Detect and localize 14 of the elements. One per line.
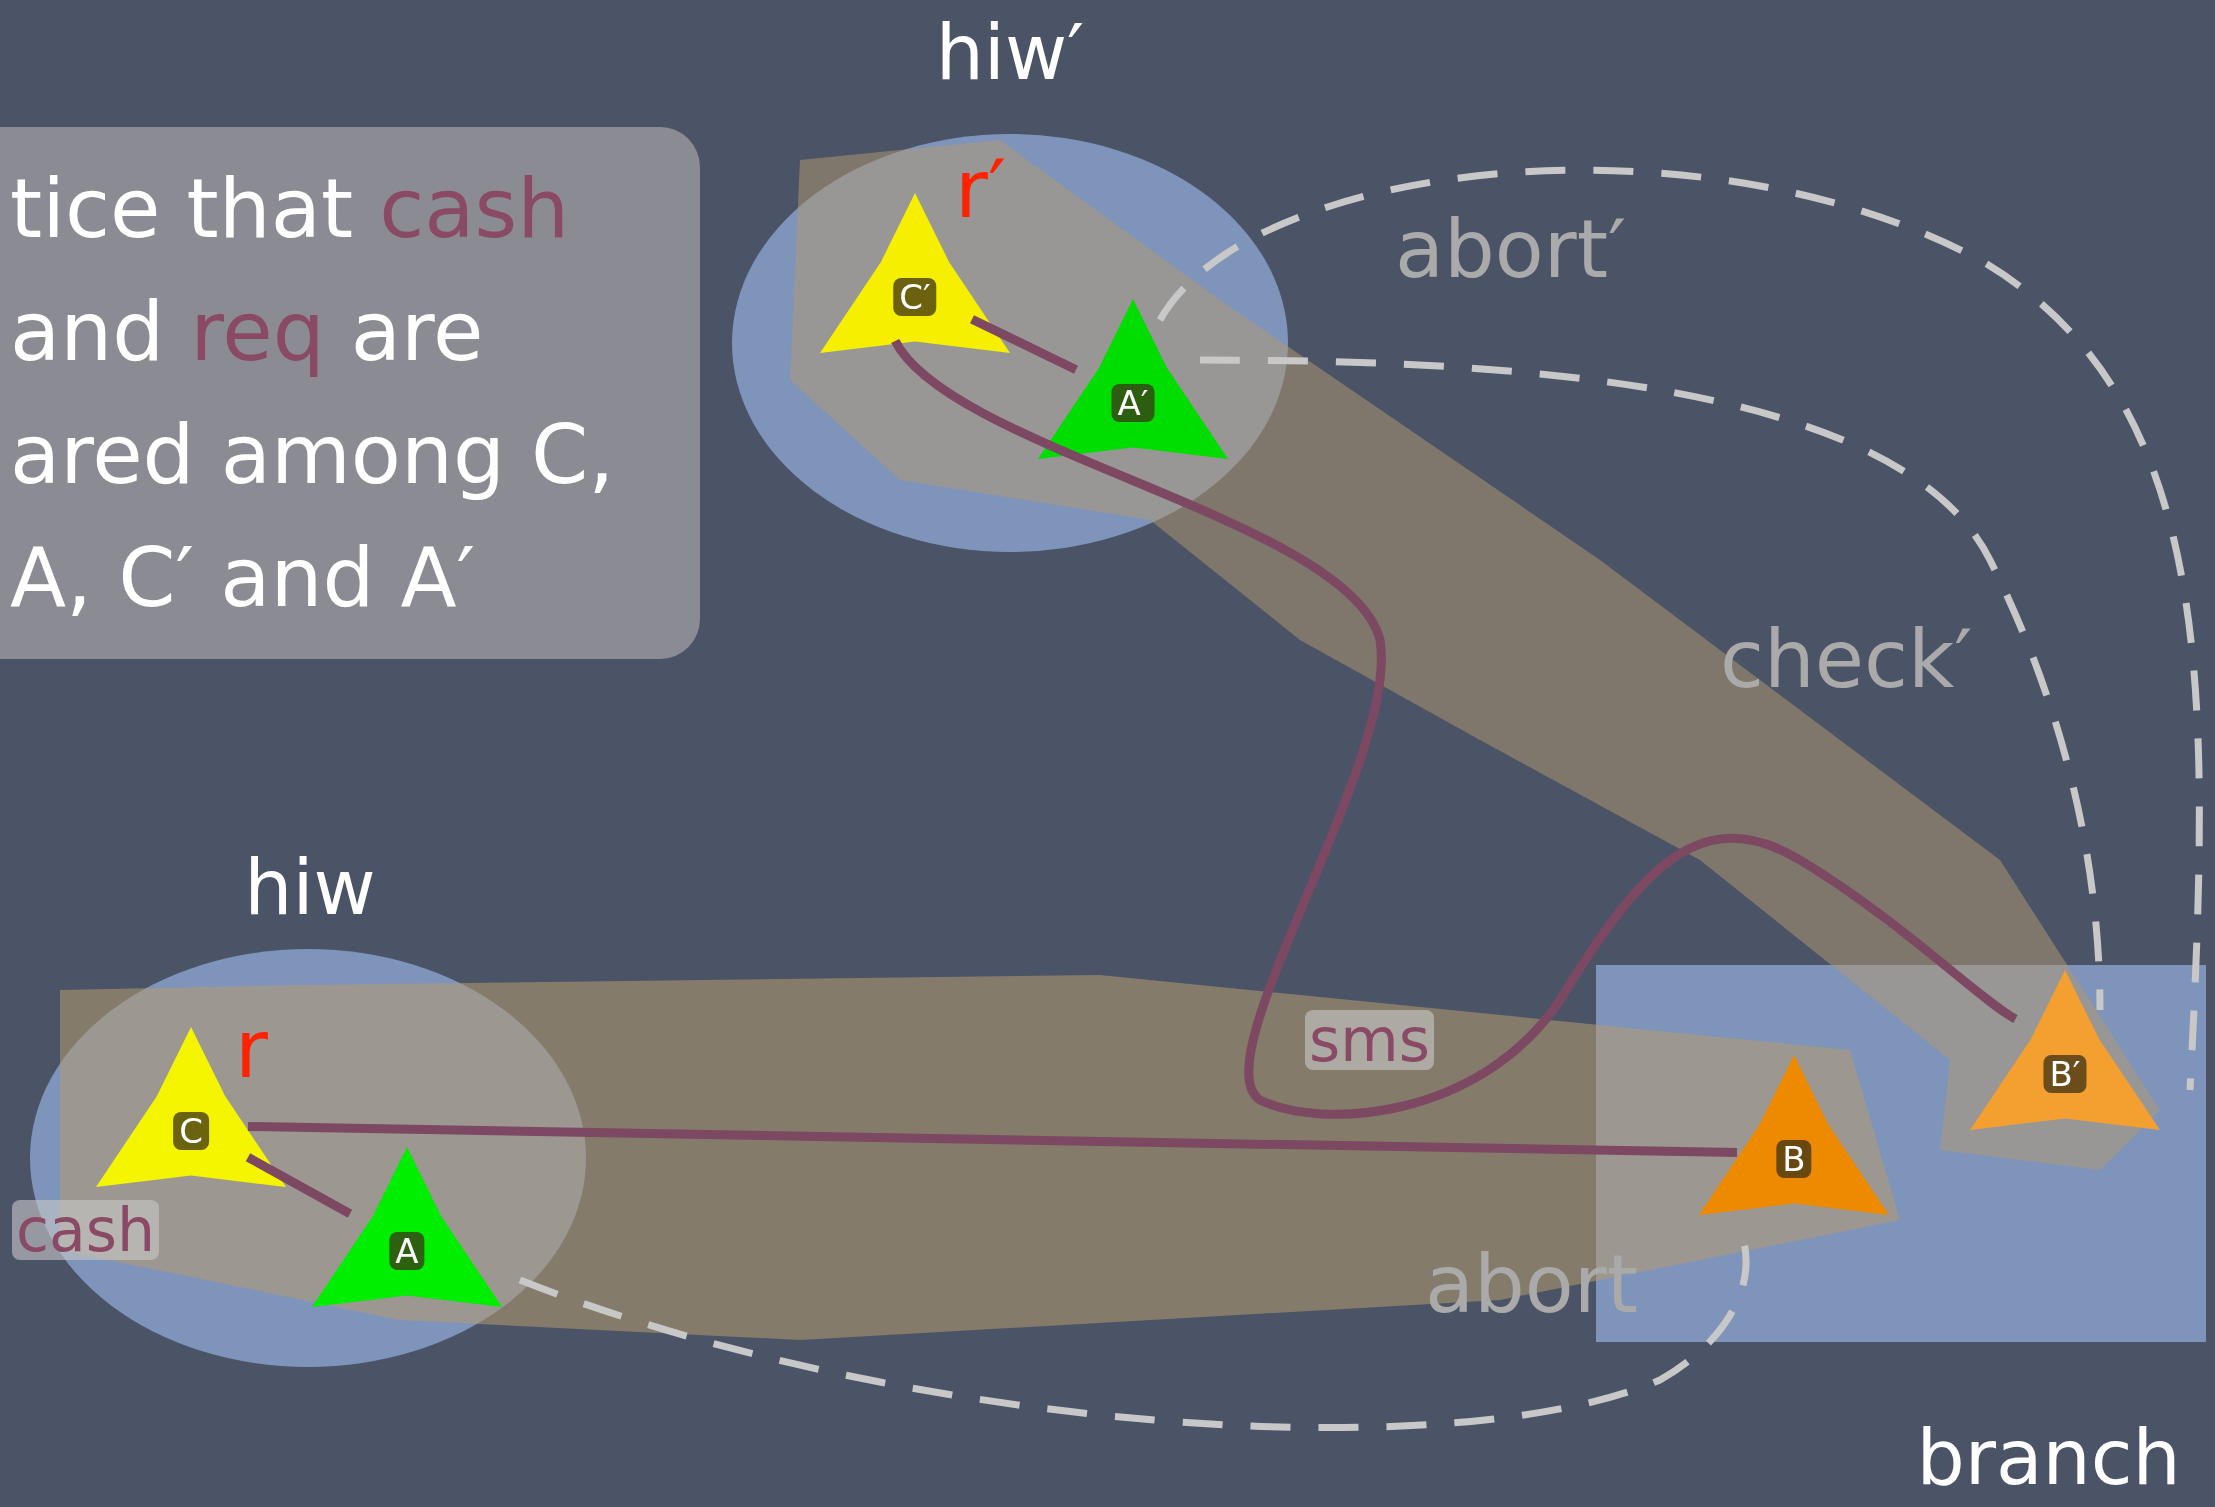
region-label: abort′: [1395, 210, 1627, 290]
connector-line: [247, 1122, 1738, 1157]
edge-label: sms: [1305, 1010, 1434, 1070]
connector-line: [970, 315, 1078, 374]
connector-line: [245, 1153, 353, 1218]
edge-label: cash: [12, 1200, 160, 1260]
variable-label: r′: [955, 150, 1007, 230]
variable-label: r: [235, 1010, 268, 1090]
region-label: check′: [1720, 620, 1973, 700]
connector-line: [891, 338, 2018, 1119]
note-text: tice that cash and req are ared among C, A, C′ and A′: [0, 127, 700, 659]
group-title: hiw′: [934, 15, 1086, 91]
group-title: branch: [1915, 1420, 2182, 1496]
group-title: hiw: [243, 850, 377, 926]
